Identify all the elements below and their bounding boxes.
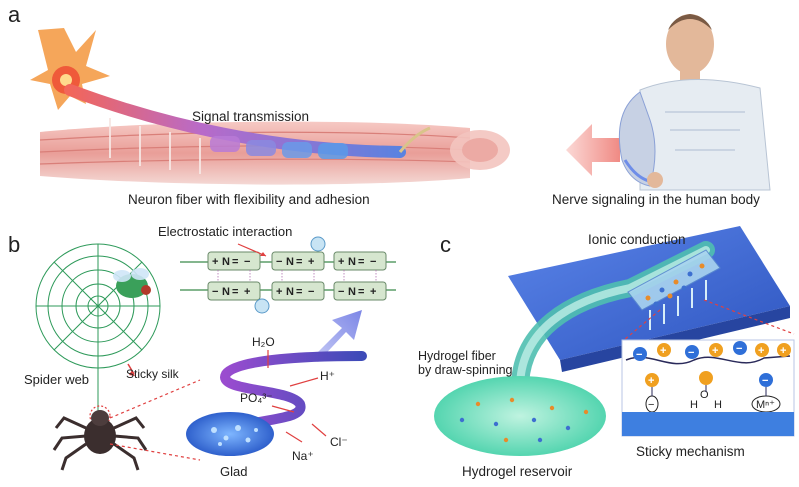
- ion-po4: PO₄³⁻: [240, 391, 273, 405]
- spider-icon: [52, 405, 148, 471]
- blue-arrow-icon: [312, 310, 362, 362]
- mechanism-plus: +: [780, 345, 786, 357]
- token-minus: −: [370, 256, 376, 268]
- ion-h-plus: H⁺: [320, 369, 335, 383]
- neuron-fiber-illustration: [64, 84, 431, 174]
- ion-cl-minus: Cl⁻: [330, 435, 348, 449]
- mechanism-minus-surface: −: [648, 399, 654, 411]
- fly-icon: [113, 268, 151, 298]
- token-n: N: [348, 256, 356, 268]
- token-eq: =: [358, 256, 364, 268]
- mechanism-h: H: [714, 399, 722, 411]
- mechanism-plus: +: [758, 345, 764, 357]
- panel-c: c Ionic conduction: [418, 226, 795, 479]
- ion-na-plus: Na⁺: [292, 449, 314, 463]
- mechanism-plus: +: [712, 345, 718, 357]
- panel-c-letter: c: [440, 232, 451, 257]
- neuron-fiber-caption: Neuron fiber with flexibility and adhesi…: [128, 192, 370, 207]
- token-plus: +: [244, 286, 250, 298]
- hydrogel-reservoir-label: Hydrogel reservoir: [462, 464, 573, 479]
- hydrogel-fiber-label-line2: by draw-spinning: [418, 363, 513, 377]
- signal-transmission-label: Signal transmission: [192, 109, 309, 124]
- mechanism-h: H: [690, 399, 698, 411]
- sticky-mechanism-label: Sticky mechanism: [636, 444, 745, 459]
- token-eq: =: [232, 256, 238, 268]
- ion-h2o: H₂O: [252, 335, 275, 349]
- human-figure-illustration: [618, 14, 771, 191]
- ion-labels: H₂O H⁺ PO₄³⁻ Na⁺ Cl⁻: [240, 335, 348, 463]
- panel-a: a Signal transmission Neuron fi: [8, 2, 771, 207]
- mechanism-plus: +: [660, 345, 666, 357]
- token-eq: =: [358, 286, 364, 298]
- sticky-mechanism-diagram: − + − + − + + + − −: [621, 339, 795, 437]
- token-minus: −: [276, 256, 282, 268]
- panel-b-letter: b: [8, 232, 20, 257]
- electrostatic-diagram: + N = − − N = + + N = − − N = + + N = −: [180, 236, 396, 314]
- spider-web-illustration: [35, 243, 161, 412]
- token-plus: +: [212, 256, 218, 268]
- token-n: N: [222, 286, 230, 298]
- token-n: N: [348, 286, 356, 298]
- token-minus: −: [338, 286, 344, 298]
- silk-fiber-illustration: [186, 351, 367, 456]
- token-n: N: [286, 256, 294, 268]
- token-eq: =: [296, 286, 302, 298]
- token-minus: −: [308, 286, 314, 298]
- mechanism-plus: +: [648, 375, 654, 387]
- panel-a-letter: a: [8, 2, 21, 27]
- mechanism-minus: −: [688, 347, 694, 359]
- token-plus: +: [338, 256, 344, 268]
- hydrogel-fiber-illustration: [511, 241, 721, 397]
- mechanism-metal-ion: Mⁿ⁺: [756, 399, 775, 411]
- token-eq: =: [232, 286, 238, 298]
- token-plus: +: [308, 256, 314, 268]
- spider-web-label: Spider web: [24, 372, 89, 387]
- token-plus: +: [370, 286, 376, 298]
- token-n: N: [222, 256, 230, 268]
- token-plus: +: [276, 286, 282, 298]
- red-arrow-icon: [566, 124, 620, 176]
- mechanism-o: O: [700, 389, 709, 401]
- electrostatic-label: Electrostatic interaction: [158, 224, 292, 239]
- panel-b: b Spider web Sticky silk: [8, 224, 396, 479]
- ionic-conduction-label: Ionic conduction: [588, 232, 686, 247]
- glad-label: Glad: [220, 464, 247, 479]
- hydrogel-fiber-label-line1: Hydrogel fiber: [418, 349, 496, 363]
- hydrogel-reservoir-illustration: [434, 376, 606, 456]
- token-n: N: [286, 286, 294, 298]
- mechanism-minus: −: [636, 349, 642, 361]
- token-minus: −: [244, 256, 250, 268]
- sticky-silk-label: Sticky silk: [126, 367, 180, 381]
- mechanism-minus: −: [762, 375, 768, 387]
- mechanism-minus: −: [736, 343, 742, 355]
- human-nerve-caption: Nerve signaling in the human body: [552, 192, 760, 207]
- token-minus: −: [212, 286, 218, 298]
- token-eq: =: [296, 256, 302, 268]
